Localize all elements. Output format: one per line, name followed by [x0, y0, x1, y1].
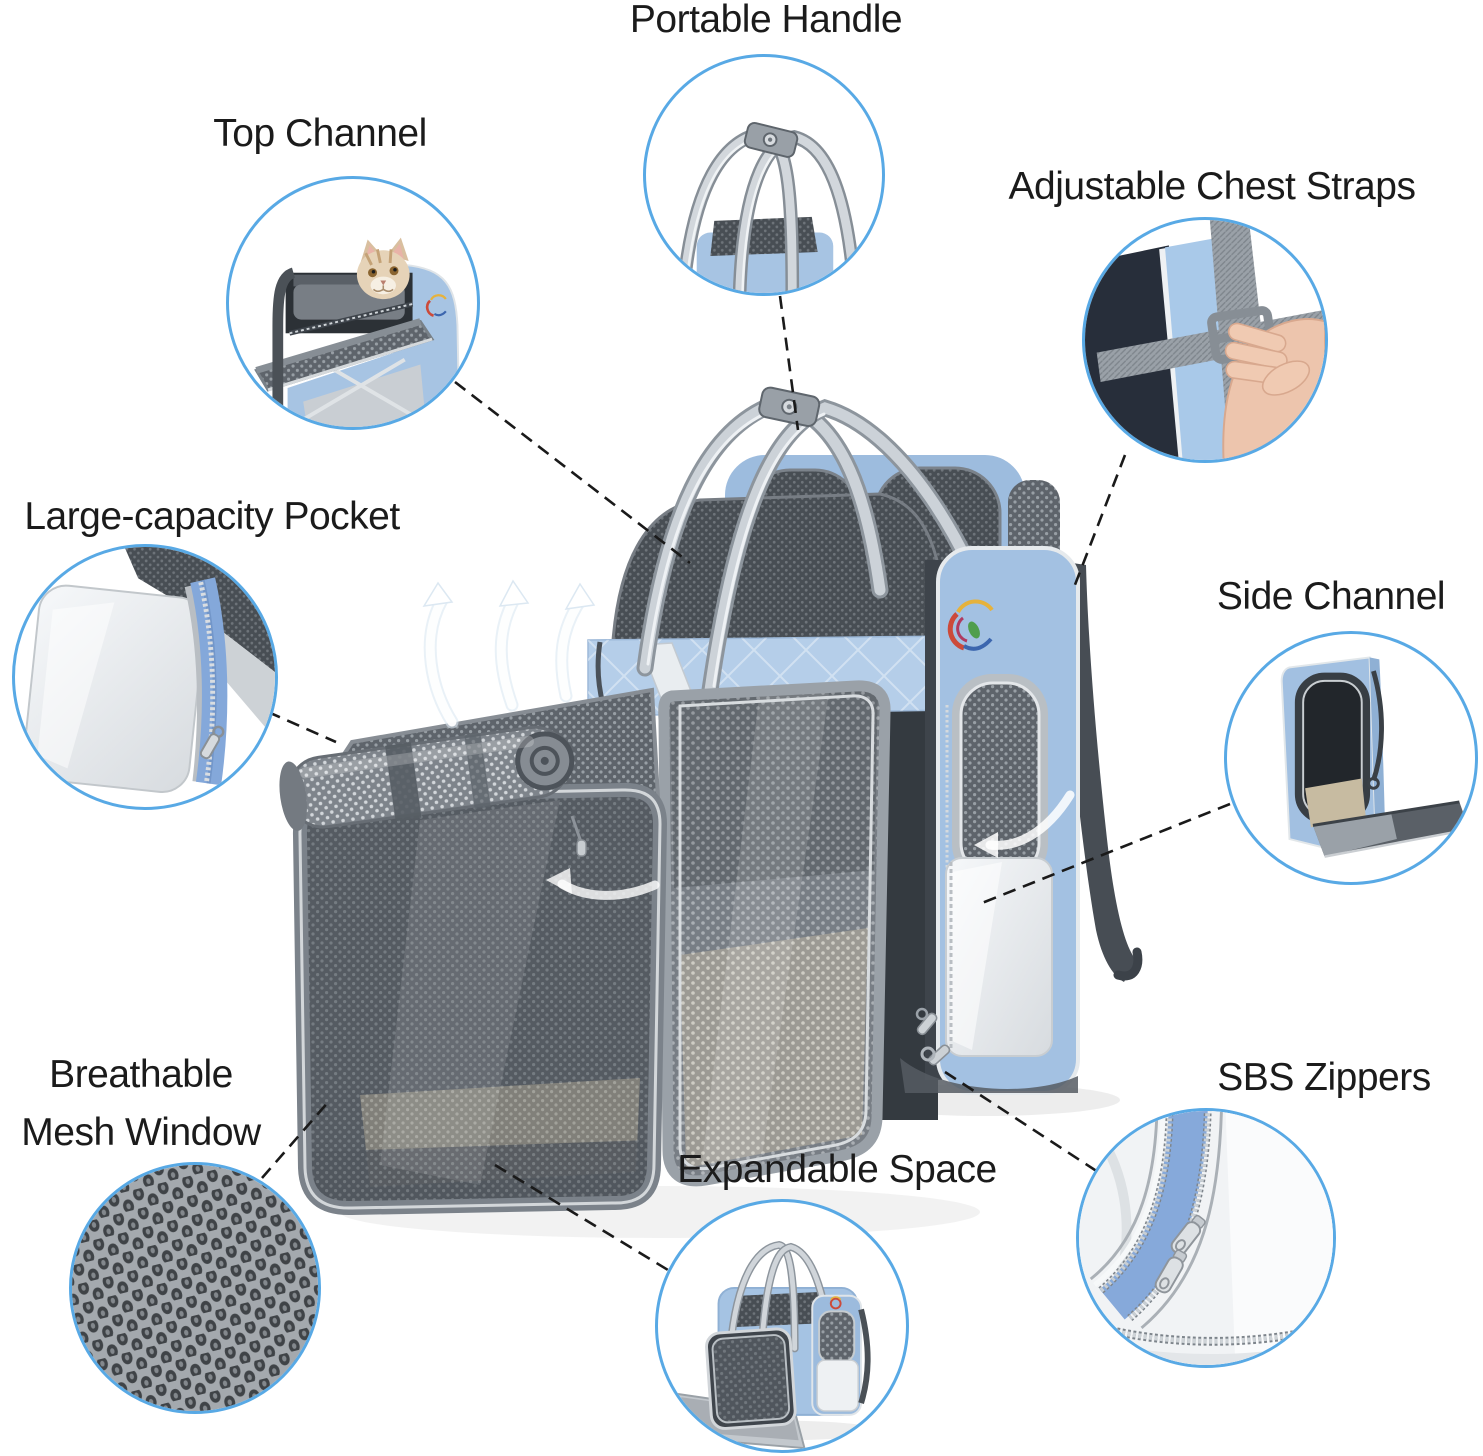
label-side-channel: Side Channel [1216, 575, 1446, 618]
label-portable-handle: Portable Handle [629, 0, 903, 41]
inset-chest-straps-photo [1082, 217, 1328, 463]
connector-expandable [494, 1163, 669, 1272]
back-cushion-mesh [725, 455, 1060, 650]
inset-large-pocket-photo [12, 544, 278, 810]
connector-chest-straps [1071, 454, 1127, 591]
cat-peeking [356, 237, 410, 300]
connector-side-channel [981, 802, 1231, 905]
label-top-channel: Top Channel [213, 112, 427, 155]
shoulder-strap [1052, 560, 1143, 982]
connector-pocket [267, 710, 337, 744]
inset-mesh-texture-photo [69, 1162, 321, 1414]
inset-side-channel-photo [1224, 631, 1478, 885]
connector-mesh-window [261, 1099, 331, 1179]
inset-sbs-zippers-photo [1076, 1108, 1336, 1368]
label-adjustable-chest-straps: Adjustable Chest Straps [1008, 165, 1416, 208]
inset-top-channel-photo [226, 176, 480, 430]
label-breathable-mesh-window: Breathable Mesh Window [21, 1053, 261, 1154]
crate-front-face [292, 782, 668, 1216]
crate-top-face [306, 687, 661, 809]
metal-clips [843, 1034, 936, 1062]
crate-right-face [658, 680, 891, 1187]
airflow-arrows [422, 579, 1075, 900]
brand-logo [947, 599, 994, 651]
inset-portable-handle-photo [643, 54, 885, 296]
label-expandable-space: Expandable Space [677, 1148, 997, 1191]
side-panel-tower [900, 546, 1080, 1095]
ground-shadow [340, 1186, 980, 1238]
quilted-band [587, 635, 953, 802]
label-sbs-zippers: SBS Zippers [1217, 1056, 1431, 1099]
connector-portable-handle [778, 295, 800, 431]
zipper-gusset [880, 700, 938, 1120]
carry-handles [636, 393, 1011, 699]
handle-snap-strap [758, 386, 821, 428]
top-mesh-dome [610, 492, 950, 657]
inset-expandable-space-photo [655, 1199, 909, 1453]
flap-zipper-pull [570, 815, 583, 843]
connector-top-channel [454, 380, 691, 565]
label-large-capacity-pocket: Large-capacity Pocket [24, 495, 400, 538]
rolled-mesh-flap [279, 725, 575, 831]
